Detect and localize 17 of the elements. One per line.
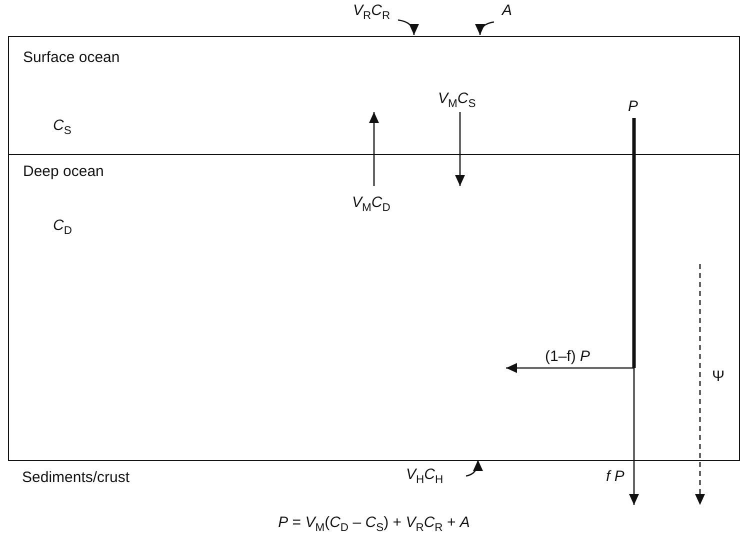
flux-label: P (628, 98, 638, 116)
flux-line (632, 118, 636, 368)
dashed-arrow (695, 264, 705, 505)
arrow (455, 112, 465, 186)
curved-arrow (398, 19, 418, 36)
band-label: Deep ocean (23, 163, 104, 181)
edge-label: (1–f) P (543, 348, 592, 366)
arrow (506, 363, 634, 373)
band-label: Sediments/crust (22, 469, 130, 487)
arrow (369, 112, 379, 186)
curved-arrow (466, 460, 483, 477)
curved-arrow (476, 21, 494, 36)
arrow (629, 368, 639, 505)
concentration-label: C$_{D}$ (53, 217, 72, 238)
equation: P = V$_{M}$(C$_{D}$ – C$_{S}$) + V$_{R}$C$_{R}$ + A (277, 514, 471, 536)
concentration-label: C$_{S}$ (53, 117, 72, 138)
band-label: Surface ocean (23, 49, 120, 67)
